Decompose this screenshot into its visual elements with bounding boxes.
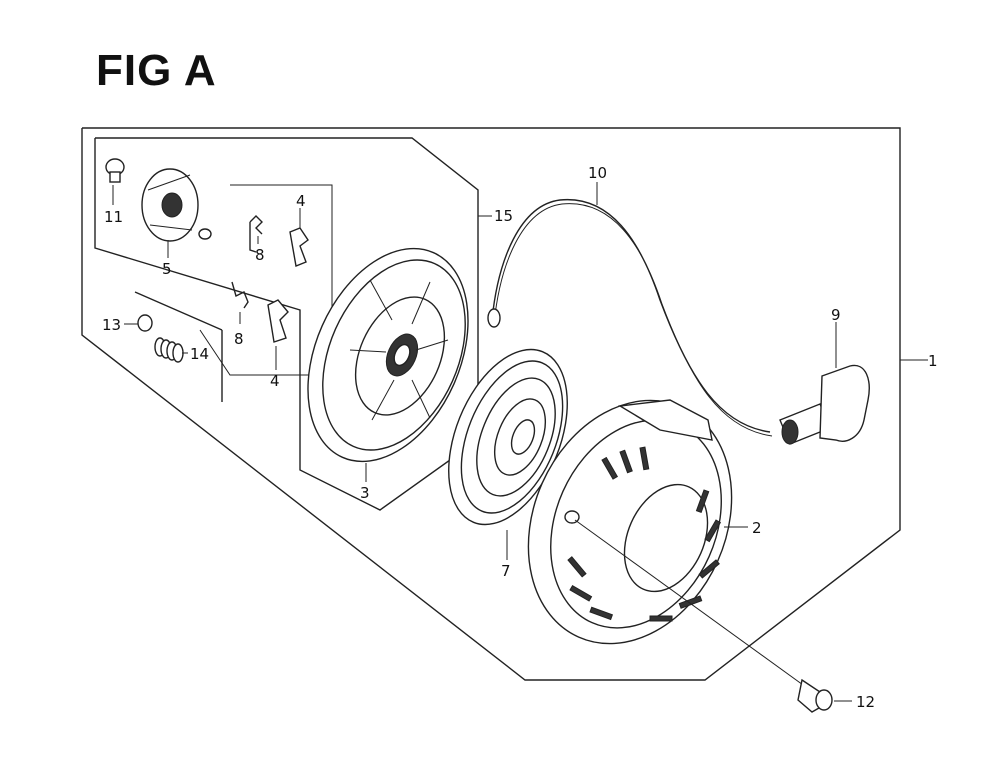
part-3-reel	[307, 247, 469, 482]
part-7-recoil-spring	[448, 348, 568, 560]
figure-title: FIG A	[96, 46, 217, 95]
cover-vent-slots	[567, 446, 722, 622]
callout-13: 13	[102, 316, 121, 334]
part-11-bolt	[105, 158, 125, 205]
part-9-handle	[779, 322, 870, 445]
ratchet-group-box	[199, 184, 333, 376]
callout-12: 12	[856, 693, 875, 711]
callout-5: 5	[162, 260, 172, 278]
callout-4-upper: 4	[296, 192, 306, 210]
callout-8-upper: 8	[255, 246, 265, 264]
callout-8-lower: 8	[234, 330, 244, 348]
callout-9: 9	[831, 306, 841, 324]
callout-labels: 1 2 3 4 4 5 7 8 8 9 10 11 12 13 14 15	[102, 164, 938, 711]
assembly-15-outline	[94, 137, 492, 511]
parts-13-14-group	[134, 291, 223, 402]
part-12-bolt	[574, 519, 852, 713]
part-8-spring-upper	[249, 215, 263, 253]
callout-1: 1	[928, 352, 938, 370]
part-2-starter-cover	[527, 399, 748, 645]
part-14-spring	[154, 337, 184, 363]
callout-11: 11	[104, 208, 123, 226]
callout-14: 14	[190, 345, 209, 363]
part-13-washer	[137, 314, 153, 332]
callout-10: 10	[588, 164, 607, 182]
callout-4-lower: 4	[270, 372, 280, 390]
part-4-pawl-upper	[289, 208, 309, 267]
part-10-rope	[487, 182, 773, 437]
assembly-1-outline	[81, 127, 928, 681]
callout-2: 2	[752, 519, 762, 537]
callout-15: 15	[494, 207, 513, 225]
part-5-cam-plate	[141, 168, 212, 258]
callout-7: 7	[501, 562, 511, 580]
callout-3: 3	[360, 484, 370, 502]
part-8-spring-lower	[231, 281, 249, 324]
part-4-pawl-lower	[267, 299, 289, 370]
